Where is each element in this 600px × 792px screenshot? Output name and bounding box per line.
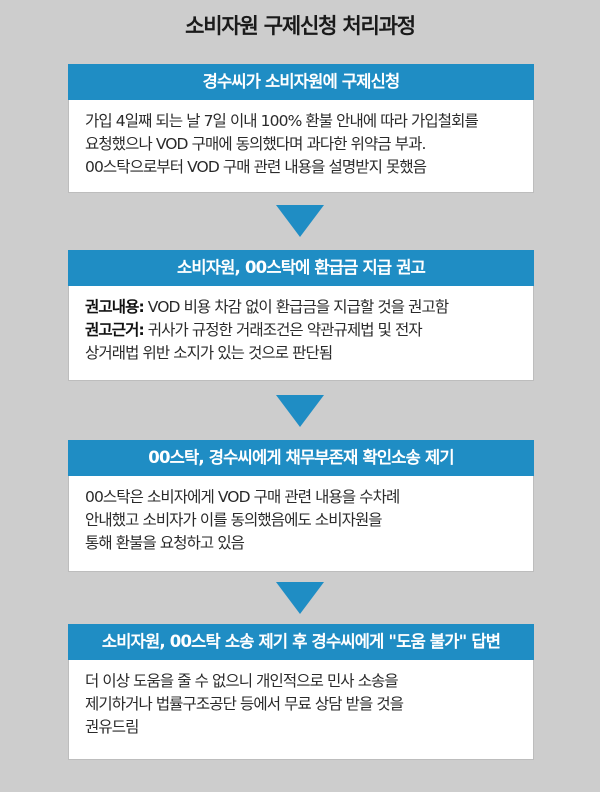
basis-label: 권고근거: xyxy=(85,321,145,339)
step-4-line-1: 더 이상 도움을 줄 수 없으니 개인적으로 민사 소송을 xyxy=(85,672,399,690)
step-3-line-3: 통해 환불을 요청하고 있음 xyxy=(85,534,245,552)
step-1-line-2: 요청했으나 VOD 구매에 동의했다며 과다한 위약금 부과. xyxy=(85,135,426,153)
step-2: 소비자원, 00스탁에 환급금 지급 권고 권고내용: VOD 비용 차감 없이… xyxy=(68,250,534,381)
step-1-line-3: 00스탁으로부터 VOD 구매 관련 내용을 설명받지 못했음 xyxy=(85,158,427,176)
step-4-header: 소비자원, 00스탁 소송 제기 후 경수씨에게 "도움 불가" 답변 xyxy=(68,624,534,660)
step-1-line-1: 가입 4일째 되는 날 7일 이내 100% 환불 안내에 따라 가입철회를 xyxy=(85,112,479,130)
basis-text: 귀사가 규정한 거래조건은 약관규제법 및 전자 xyxy=(143,321,423,339)
step-3-line-1: 00스탁은 소비자에게 VOD 구매 관련 내용을 수차례 xyxy=(85,488,400,506)
step-4: 소비자원, 00스탁 소송 제기 후 경수씨에게 "도움 불가" 답변 더 이상… xyxy=(68,624,534,760)
step-2-basis: 권고근거: 귀사가 규정한 거래조건은 약관규제법 및 전자 xyxy=(85,319,519,342)
down-arrow-icon xyxy=(276,582,324,614)
down-arrow-icon xyxy=(276,395,324,427)
diagram-title: 소비자원 구제신청 처리과정 xyxy=(185,14,416,38)
down-arrow-icon xyxy=(276,205,324,237)
step-4-line-3: 권유드림 xyxy=(85,718,139,736)
step-2-basis-line-2: 상거래법 위반 소지가 있는 것으로 판단됨 xyxy=(85,344,333,362)
step-2-body: 권고내용: VOD 비용 차감 없이 환급금을 지급할 것을 권고함 권고근거:… xyxy=(68,286,534,381)
step-1-header: 경수씨가 소비자원에 구제신청 xyxy=(68,64,534,100)
step-3-line-2: 안내했고 소비자가 이를 동의했음에도 소비자원을 xyxy=(85,511,383,529)
step-3-header: 00스탁, 경수씨에게 채무부존재 확인소송 제기 xyxy=(68,440,534,476)
step-1: 경수씨가 소비자원에 구제신청 가입 4일째 되는 날 7일 이내 100% 환… xyxy=(68,64,534,193)
step-4-body: 더 이상 도움을 줄 수 없으니 개인적으로 민사 소송을 제기하거나 법률구조… xyxy=(68,660,534,760)
recommend-text: VOD 비용 차감 없이 환급금을 지급할 것을 권고함 xyxy=(143,298,449,316)
recommend-label: 권고내용: xyxy=(85,298,145,316)
step-2-header: 소비자원, 00스탁에 환급금 지급 권고 xyxy=(68,250,534,286)
step-3-body: 00스탁은 소비자에게 VOD 구매 관련 내용을 수차례 안내했고 소비자가 … xyxy=(68,476,534,572)
step-2-recommend: 권고내용: VOD 비용 차감 없이 환급금을 지급할 것을 권고함 xyxy=(85,296,519,319)
step-1-body: 가입 4일째 되는 날 7일 이내 100% 환불 안내에 따라 가입철회를 요… xyxy=(68,100,534,193)
step-4-line-2: 제기하거나 법률구조공단 등에서 무료 상담 받을 것을 xyxy=(85,695,404,713)
step-3: 00스탁, 경수씨에게 채무부존재 확인소송 제기 00스탁은 소비자에게 VO… xyxy=(68,440,534,572)
